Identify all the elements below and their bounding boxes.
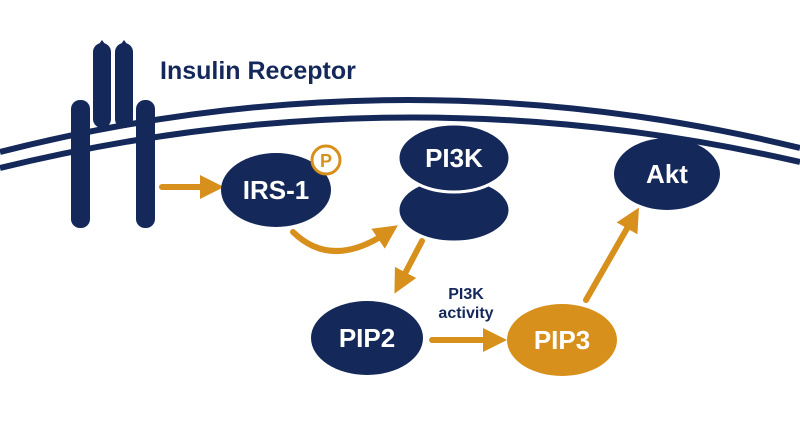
membrane-outer-line	[0, 96, 800, 155]
pip2-node: PIP2	[311, 301, 423, 375]
pi3k-to-pip2-arrow	[394, 238, 425, 294]
pi3k-upper-subunit	[396, 122, 512, 194]
pi3k-activity-label-line1: PI3K	[448, 286, 484, 303]
irs1-to-pi3k-arrow	[290, 225, 398, 254]
arrows	[159, 175, 639, 352]
insulin-receptor-title: Insulin Receptor	[160, 57, 356, 85]
receptor-inner-left-bar-notch	[93, 40, 111, 52]
pi3k-activity-label-line2: activity	[438, 305, 493, 322]
pip3-label: PIP3	[534, 325, 590, 355]
akt-ellipse	[614, 138, 720, 210]
cell-membrane	[0, 96, 800, 171]
pip2-label: PIP2	[339, 323, 395, 353]
phosphate-label: P	[320, 151, 332, 171]
phosphate-badge: P	[310, 144, 342, 176]
akt-label: Akt	[646, 159, 688, 189]
pip3-to-akt-arrow	[583, 207, 639, 303]
receptor-outer-right-bar	[136, 100, 155, 228]
insulin-receptor-shape	[71, 40, 155, 228]
receptor-inner-right-bar	[115, 43, 133, 128]
pip3-node: PIP3	[507, 304, 617, 376]
membrane-inner-line	[0, 114, 800, 171]
irs1-label: IRS-1	[243, 175, 309, 205]
phosphate-circle	[310, 144, 342, 176]
pi3k-node: PI3K	[396, 122, 512, 244]
irs1-node: IRS-1	[221, 153, 331, 227]
pip2-ellipse	[311, 301, 423, 375]
receptor-inner-left-bar	[93, 43, 111, 128]
irs1-ellipse	[221, 153, 331, 227]
receptor-outer-left-bar	[71, 100, 90, 228]
pi3k-label: PI3K	[425, 143, 483, 173]
akt-node: Akt	[614, 138, 720, 210]
receptor-inner-right-bar-notch	[115, 40, 133, 52]
pip3-ellipse	[507, 304, 617, 376]
